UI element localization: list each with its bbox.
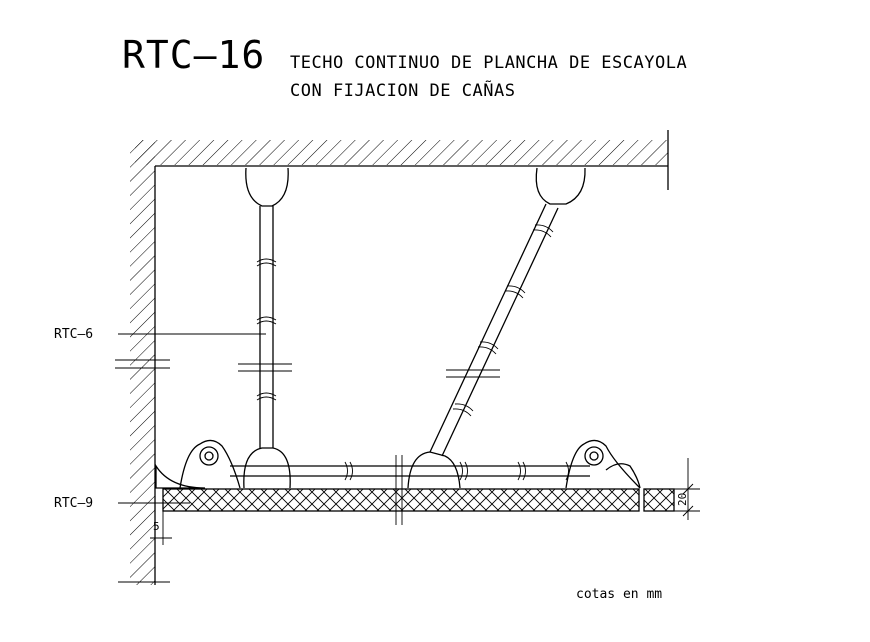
- drawing-title-line-2: CON FIJACION DE CAÑAS: [290, 79, 515, 101]
- drawing-code: RTC–16: [122, 33, 265, 77]
- plaster-fixings: [155, 439, 641, 489]
- units-note: cotas en mm: [576, 587, 662, 602]
- wall: [115, 140, 170, 585]
- label-rtc-9: RTC–9: [54, 496, 93, 511]
- plate-thickness-dimension: 20: [674, 458, 700, 520]
- inclined-cane-hanger: [429, 167, 586, 457]
- gap-dimension: 5: [150, 511, 172, 545]
- plate-thickness-label: 20: [676, 493, 689, 506]
- gap-label: 5: [153, 520, 160, 533]
- leader-labels: RTC–6 RTC–9: [54, 327, 266, 511]
- ceiling-slab: [135, 130, 669, 190]
- plaster-plate: [162, 455, 675, 525]
- vertical-cane-hanger: [238, 167, 292, 448]
- drawing-title-line-1: TECHO CONTINUO DE PLANCHA DE ESCAYOLA: [290, 53, 687, 73]
- label-rtc-6: RTC–6: [54, 327, 93, 342]
